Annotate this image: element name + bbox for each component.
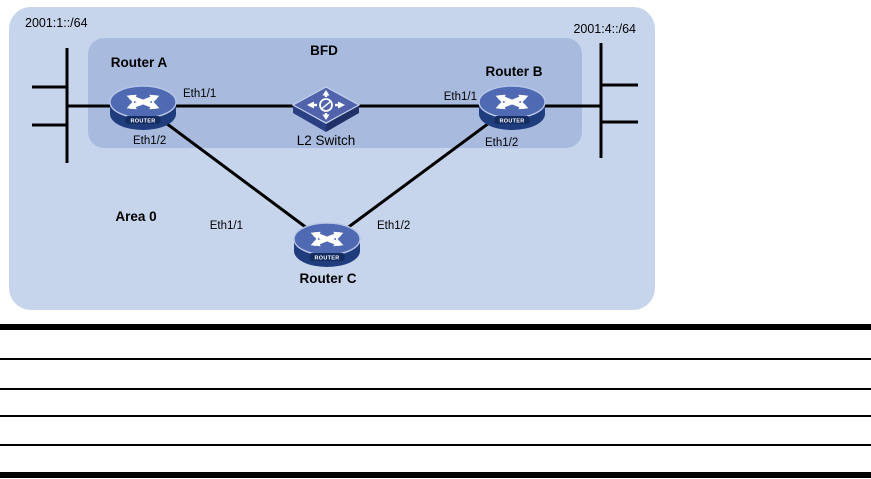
router-c-if2-label: Eth1/2	[377, 220, 410, 232]
area-label: Area 0	[115, 209, 156, 224]
router-b-if1-label: Eth1/1	[444, 91, 477, 103]
table-rule-row-2	[0, 388, 871, 390]
table-rule-row-4	[0, 444, 871, 446]
table-rule-row-1	[0, 358, 871, 360]
table-rule-bottom	[0, 472, 871, 478]
router-b-label: Router B	[486, 64, 543, 79]
router-a-icon	[110, 86, 176, 130]
router-c-label: Router C	[300, 271, 357, 286]
l2-switch-label: L2 Switch	[297, 133, 356, 148]
router-b-if2-label: Eth1/2	[485, 137, 518, 149]
router-a-if2-label: Eth1/2	[133, 135, 166, 147]
router-c-if1-label: Eth1/1	[210, 220, 243, 232]
subnet-left-label: 2001:1::/64	[25, 16, 88, 30]
router-c-icon	[294, 223, 360, 267]
subnet-right-label: 2001:4::/64	[573, 22, 636, 36]
link-a-c	[142, 104, 328, 245]
router-b-icon	[479, 86, 545, 130]
empty-table	[0, 324, 871, 478]
router-a-label: Router A	[111, 55, 168, 70]
router-a-if1-label: Eth1/1	[183, 88, 216, 100]
table-rule-row-3	[0, 415, 871, 417]
link-b-c	[326, 104, 513, 245]
bfd-label: BFD	[310, 43, 338, 58]
table-rule-top	[0, 324, 871, 330]
